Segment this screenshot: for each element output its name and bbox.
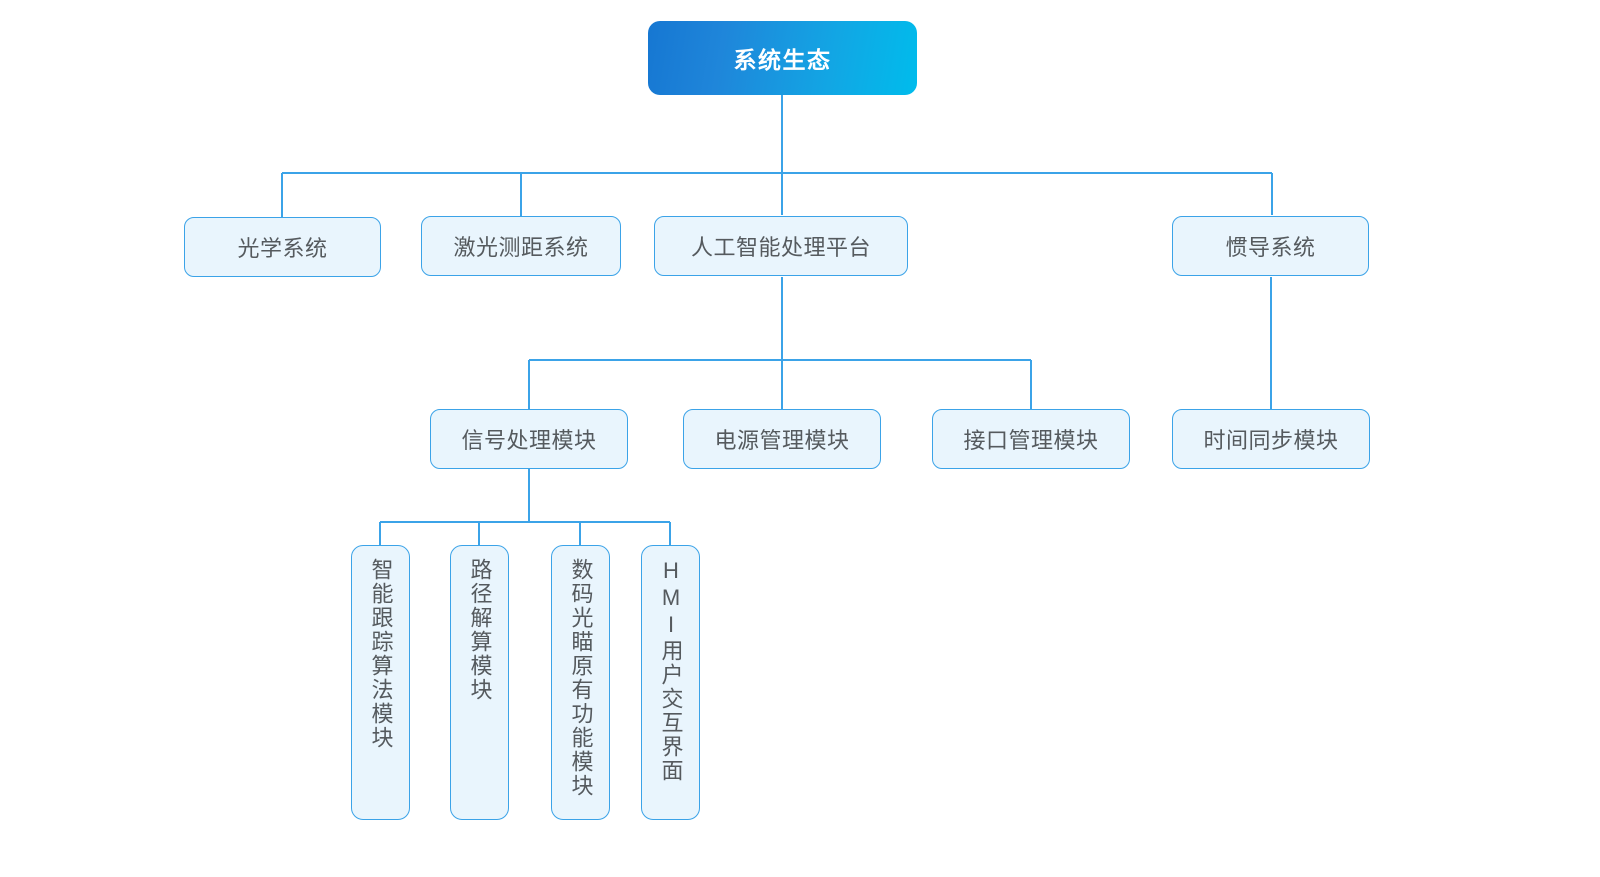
node-power-management-module[interactable]: 电源管理模块 xyxy=(683,409,881,469)
node-label: 系统生态 xyxy=(733,47,832,73)
node-laser-ranging-system[interactable]: 激光测距系统 xyxy=(421,216,621,276)
node-label: 激光测距系统 xyxy=(453,235,589,260)
node-label: 惯导系统 xyxy=(1225,235,1316,260)
node-hmi-user-interaction-interface[interactable]: HMI用户交互界面 xyxy=(641,545,700,820)
node-optical-system[interactable]: 光学系统 xyxy=(184,217,381,277)
node-label: 数码光瞄原有功能模块 xyxy=(568,558,594,798)
node-label: 光学系统 xyxy=(237,236,328,261)
node-interface-management-module[interactable]: 接口管理模块 xyxy=(932,409,1130,469)
node-root-system-ecosystem[interactable]: 系统生态 xyxy=(648,21,917,95)
node-label: 电源管理模块 xyxy=(714,428,850,453)
node-label: 时间同步模块 xyxy=(1203,428,1339,453)
node-label: 智能跟踪算法模块 xyxy=(368,558,394,750)
node-ai-processing-platform[interactable]: 人工智能处理平台 xyxy=(654,216,908,276)
node-signal-processing-module[interactable]: 信号处理模块 xyxy=(430,409,628,469)
node-inertial-navigation-system[interactable]: 惯导系统 xyxy=(1172,216,1369,276)
node-label: 信号处理模块 xyxy=(461,428,597,453)
node-path-solving-module[interactable]: 路径解算模块 xyxy=(450,545,509,820)
node-label: 人工智能处理平台 xyxy=(690,235,871,260)
node-label: 路径解算模块 xyxy=(467,558,493,702)
node-intelligent-tracking-algorithm-module[interactable]: 智能跟踪算法模块 xyxy=(351,545,410,820)
node-digital-sight-legacy-function-module[interactable]: 数码光瞄原有功能模块 xyxy=(551,545,610,820)
node-label: 接口管理模块 xyxy=(963,428,1099,453)
node-time-synchronization-module[interactable]: 时间同步模块 xyxy=(1172,409,1370,469)
node-label: HMI用户交互界面 xyxy=(658,558,684,783)
